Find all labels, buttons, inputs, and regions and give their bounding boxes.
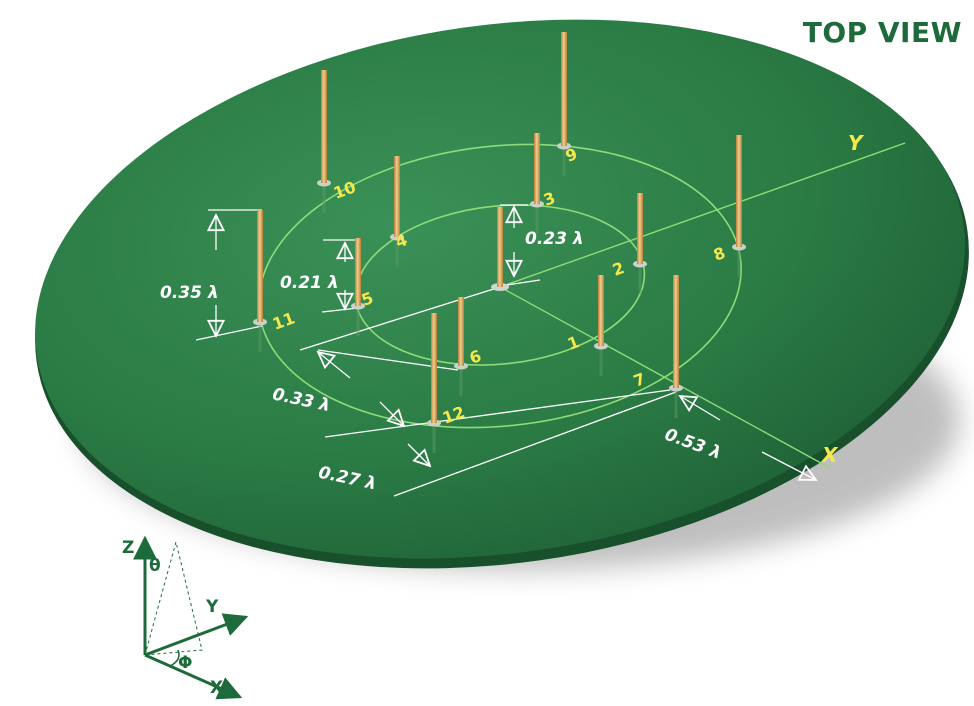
triad-y-axis — [144, 613, 249, 657]
triad-phi-label: Φ — [178, 653, 192, 673]
y-axis-line — [499, 142, 906, 288]
height-center-label: 0.23 λ — [525, 229, 584, 249]
monopole-10: 10 — [317, 70, 358, 213]
view-title: TOP VIEW — [802, 16, 962, 49]
ground-plane — [35, 19, 969, 570]
height-inner-label: 0.21 λ — [280, 273, 339, 293]
x-axis-label: X — [820, 443, 839, 467]
coordinate-triad: Z Y X θ Φ — [122, 535, 249, 700]
phi-arc — [169, 649, 180, 667]
rod — [257, 210, 263, 322]
rod — [355, 238, 361, 306]
rod — [673, 275, 679, 388]
rod — [534, 133, 540, 204]
rod — [637, 193, 643, 264]
rod — [598, 275, 604, 346]
rod — [561, 32, 567, 146]
triad-y-label: Y — [205, 597, 219, 617]
rod — [458, 297, 464, 366]
monopole-6: 6 — [454, 297, 484, 396]
rod — [736, 135, 742, 247]
triad-theta-label: θ — [149, 556, 161, 576]
rod — [394, 156, 400, 237]
rod — [321, 70, 327, 183]
plane-axes — [499, 142, 906, 469]
x-axis-line — [499, 286, 831, 469]
rod — [431, 313, 437, 423]
center-element — [491, 207, 509, 291]
center-rod — [497, 207, 503, 287]
triad-x-axis — [144, 653, 243, 700]
y-axis-label: Y — [848, 131, 865, 155]
triad-z-label: Z — [122, 538, 134, 558]
height-outer-label: 0.35 λ — [160, 283, 219, 303]
triad-x-label: X — [210, 678, 223, 698]
